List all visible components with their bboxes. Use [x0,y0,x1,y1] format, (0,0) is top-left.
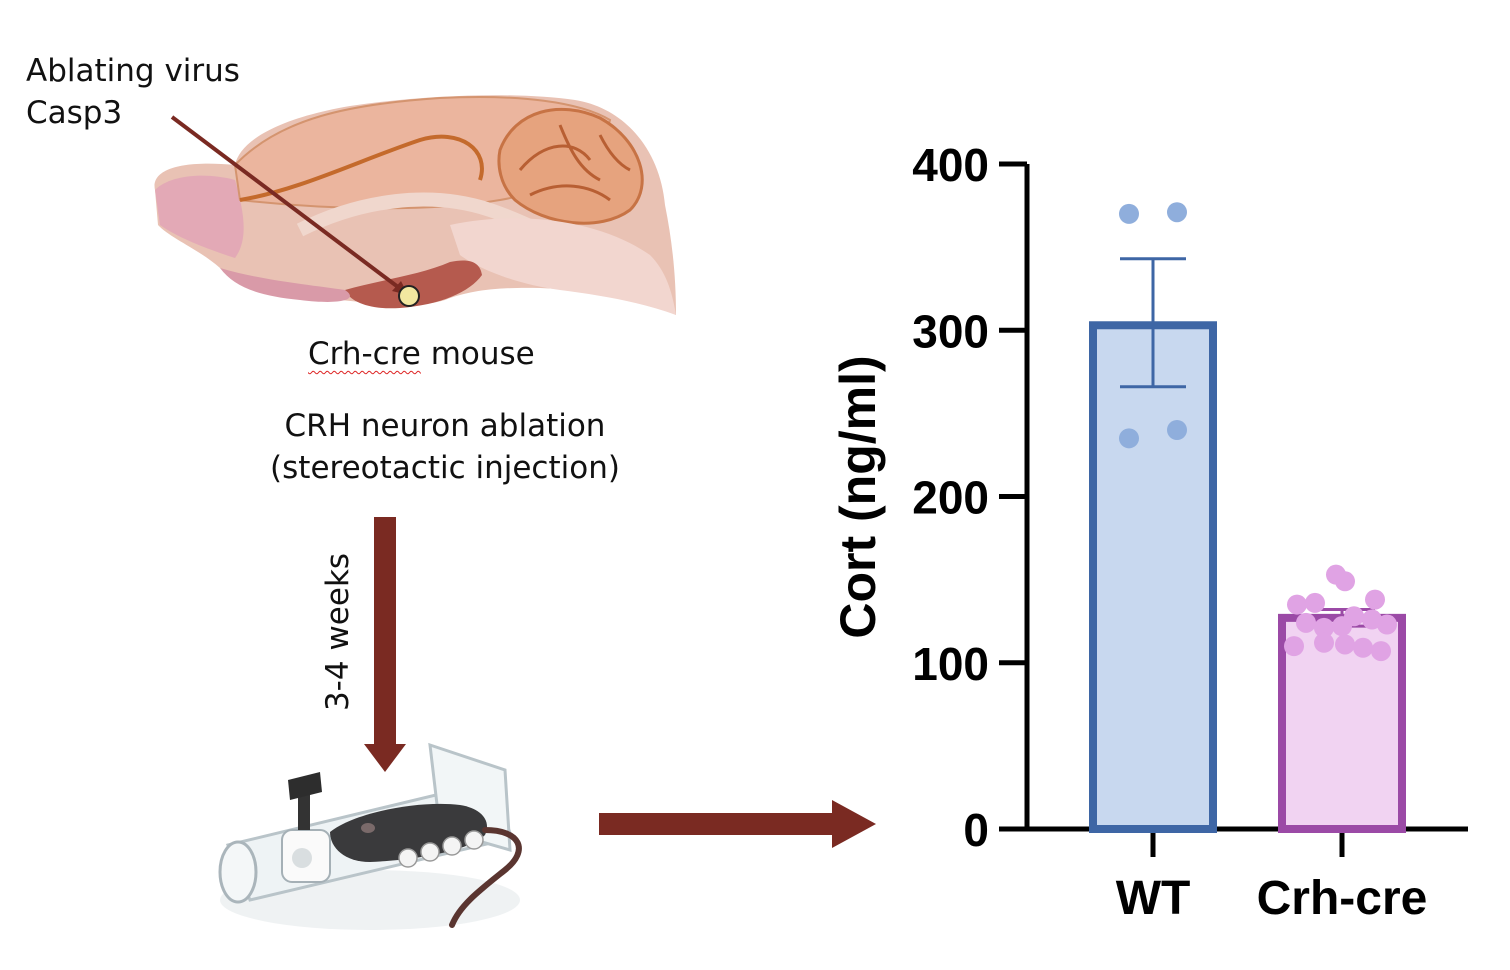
x-tick-label: Crh-cre [1257,872,1428,925]
data-point [1335,634,1355,655]
right-arrow-icon [599,800,876,848]
down-arrow-icon [364,517,406,772]
data-point [1305,592,1325,613]
data-point [1365,589,1385,610]
virus-line-1: Ablating virus [26,53,240,89]
data-point [1167,420,1187,440]
mouse-word: mouse [420,336,535,372]
data-point [1362,609,1382,630]
mouse-restrainer-illustration [218,742,522,930]
data-point [1284,636,1304,657]
data-point [1353,637,1373,658]
injection-site-icon [398,285,420,307]
bar [1089,321,1217,833]
data-point [1119,428,1139,449]
y-tick-label: 400 [912,139,989,191]
data-point [1287,594,1307,615]
y-tick-label: 300 [912,305,989,357]
data-point [1314,632,1334,653]
mouse-strain-label: Crh-cre mouse [308,336,535,372]
injection-line [170,115,404,292]
data-point [1296,612,1316,633]
ablation-line-2: (stereotactic injection) [270,450,620,486]
brain-illustration [154,95,676,315]
data-point [1119,203,1139,224]
mouse-strain-name: Crh-cre [308,336,421,372]
data-point [1314,617,1334,638]
y-tick-label: 100 [912,638,989,690]
ablating-virus-label: Ablating virus Casp3 [26,50,240,134]
y-tick-label: 200 [912,472,989,524]
virus-line-2: Casp3 [26,95,123,131]
chart-points [1119,202,1397,662]
y-tick-label: 0 [963,804,989,856]
data-point [1371,641,1391,662]
chart-bars [1089,257,1406,833]
data-point [1167,202,1187,223]
ablation-line-1: CRH neuron ablation [284,408,606,444]
data-point [1332,616,1352,637]
y-axis-label: Cort (ng/ml) [830,355,886,638]
ablation-label: CRH neuron ablation (stereotactic inject… [250,405,640,489]
data-point [1335,571,1355,592]
x-tick-label: WT [1116,872,1191,925]
data-point [1377,614,1397,635]
